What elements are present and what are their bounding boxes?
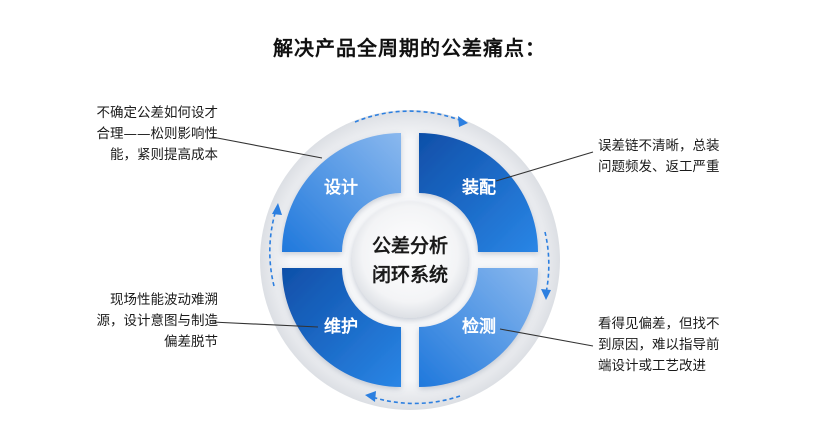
quadrant-design xyxy=(282,133,401,252)
callout-assembly: 误差链不清晰，总装 问题频发、返工严重 xyxy=(598,136,768,178)
callout-maintenance-line: 源，设计意图与制造 xyxy=(96,313,219,329)
center-hub xyxy=(352,202,468,318)
quadrant-assembly xyxy=(419,133,538,252)
arrow-top-icon xyxy=(458,116,468,127)
quadrant-label-maintenance: 维护 xyxy=(324,316,358,337)
arrow-bottom-icon xyxy=(365,391,376,402)
callout-assembly-line: 问题频发、返工严重 xyxy=(598,159,720,175)
leader-maintenance xyxy=(211,321,319,328)
arc-left xyxy=(269,209,277,287)
center-line-1: 公差分析 xyxy=(372,234,448,257)
callout-maintenance-line: 现场性能波动难溯 xyxy=(110,292,218,308)
callout-inspection: 看得见偏差，但找不 到原因，难以指导前 端设计或工艺改进 xyxy=(598,314,768,377)
callout-design: 不确定公差如何设才 合理——松则影响性 能，紧则提高成本 xyxy=(28,103,219,166)
callout-inspection-line: 到原因，难以指导前 xyxy=(598,337,720,353)
quadrant-maintenance xyxy=(282,268,401,387)
callout-inspection-line: 看得见偏差，但找不 xyxy=(598,316,720,332)
callout-design-line: 不确定公差如何设才 xyxy=(96,105,219,121)
callout-design-line: 能，紧则提高成本 xyxy=(110,147,218,163)
callout-inspection-line: 端设计或工艺改进 xyxy=(598,358,706,374)
quadrant-label-design: 设计 xyxy=(324,177,358,198)
quadrant-label-inspection: 检测 xyxy=(462,316,496,337)
callout-maintenance: 现场性能波动难溯 源，设计意图与制造 偏差脱节 xyxy=(28,290,219,353)
leader-inspection xyxy=(499,328,594,347)
leader-assembly xyxy=(495,151,594,182)
arrow-left-icon xyxy=(272,203,282,215)
arc-bottom xyxy=(371,395,461,405)
quadrant-label-assembly: 装配 xyxy=(461,177,496,198)
callout-assembly-line: 误差链不清晰，总装 xyxy=(598,138,720,154)
leader-design xyxy=(211,136,323,159)
callout-design-line: 合理——松则影响性 xyxy=(96,126,219,142)
arc-right xyxy=(544,231,550,294)
center-line-2: 闭环系统 xyxy=(372,263,448,286)
callout-maintenance-line: 偏差脱节 xyxy=(164,334,218,350)
arrow-right-icon xyxy=(541,289,551,300)
page-title: 解决产品全周期的公差痛点： xyxy=(273,36,546,60)
quadrant-inspection xyxy=(419,268,538,387)
